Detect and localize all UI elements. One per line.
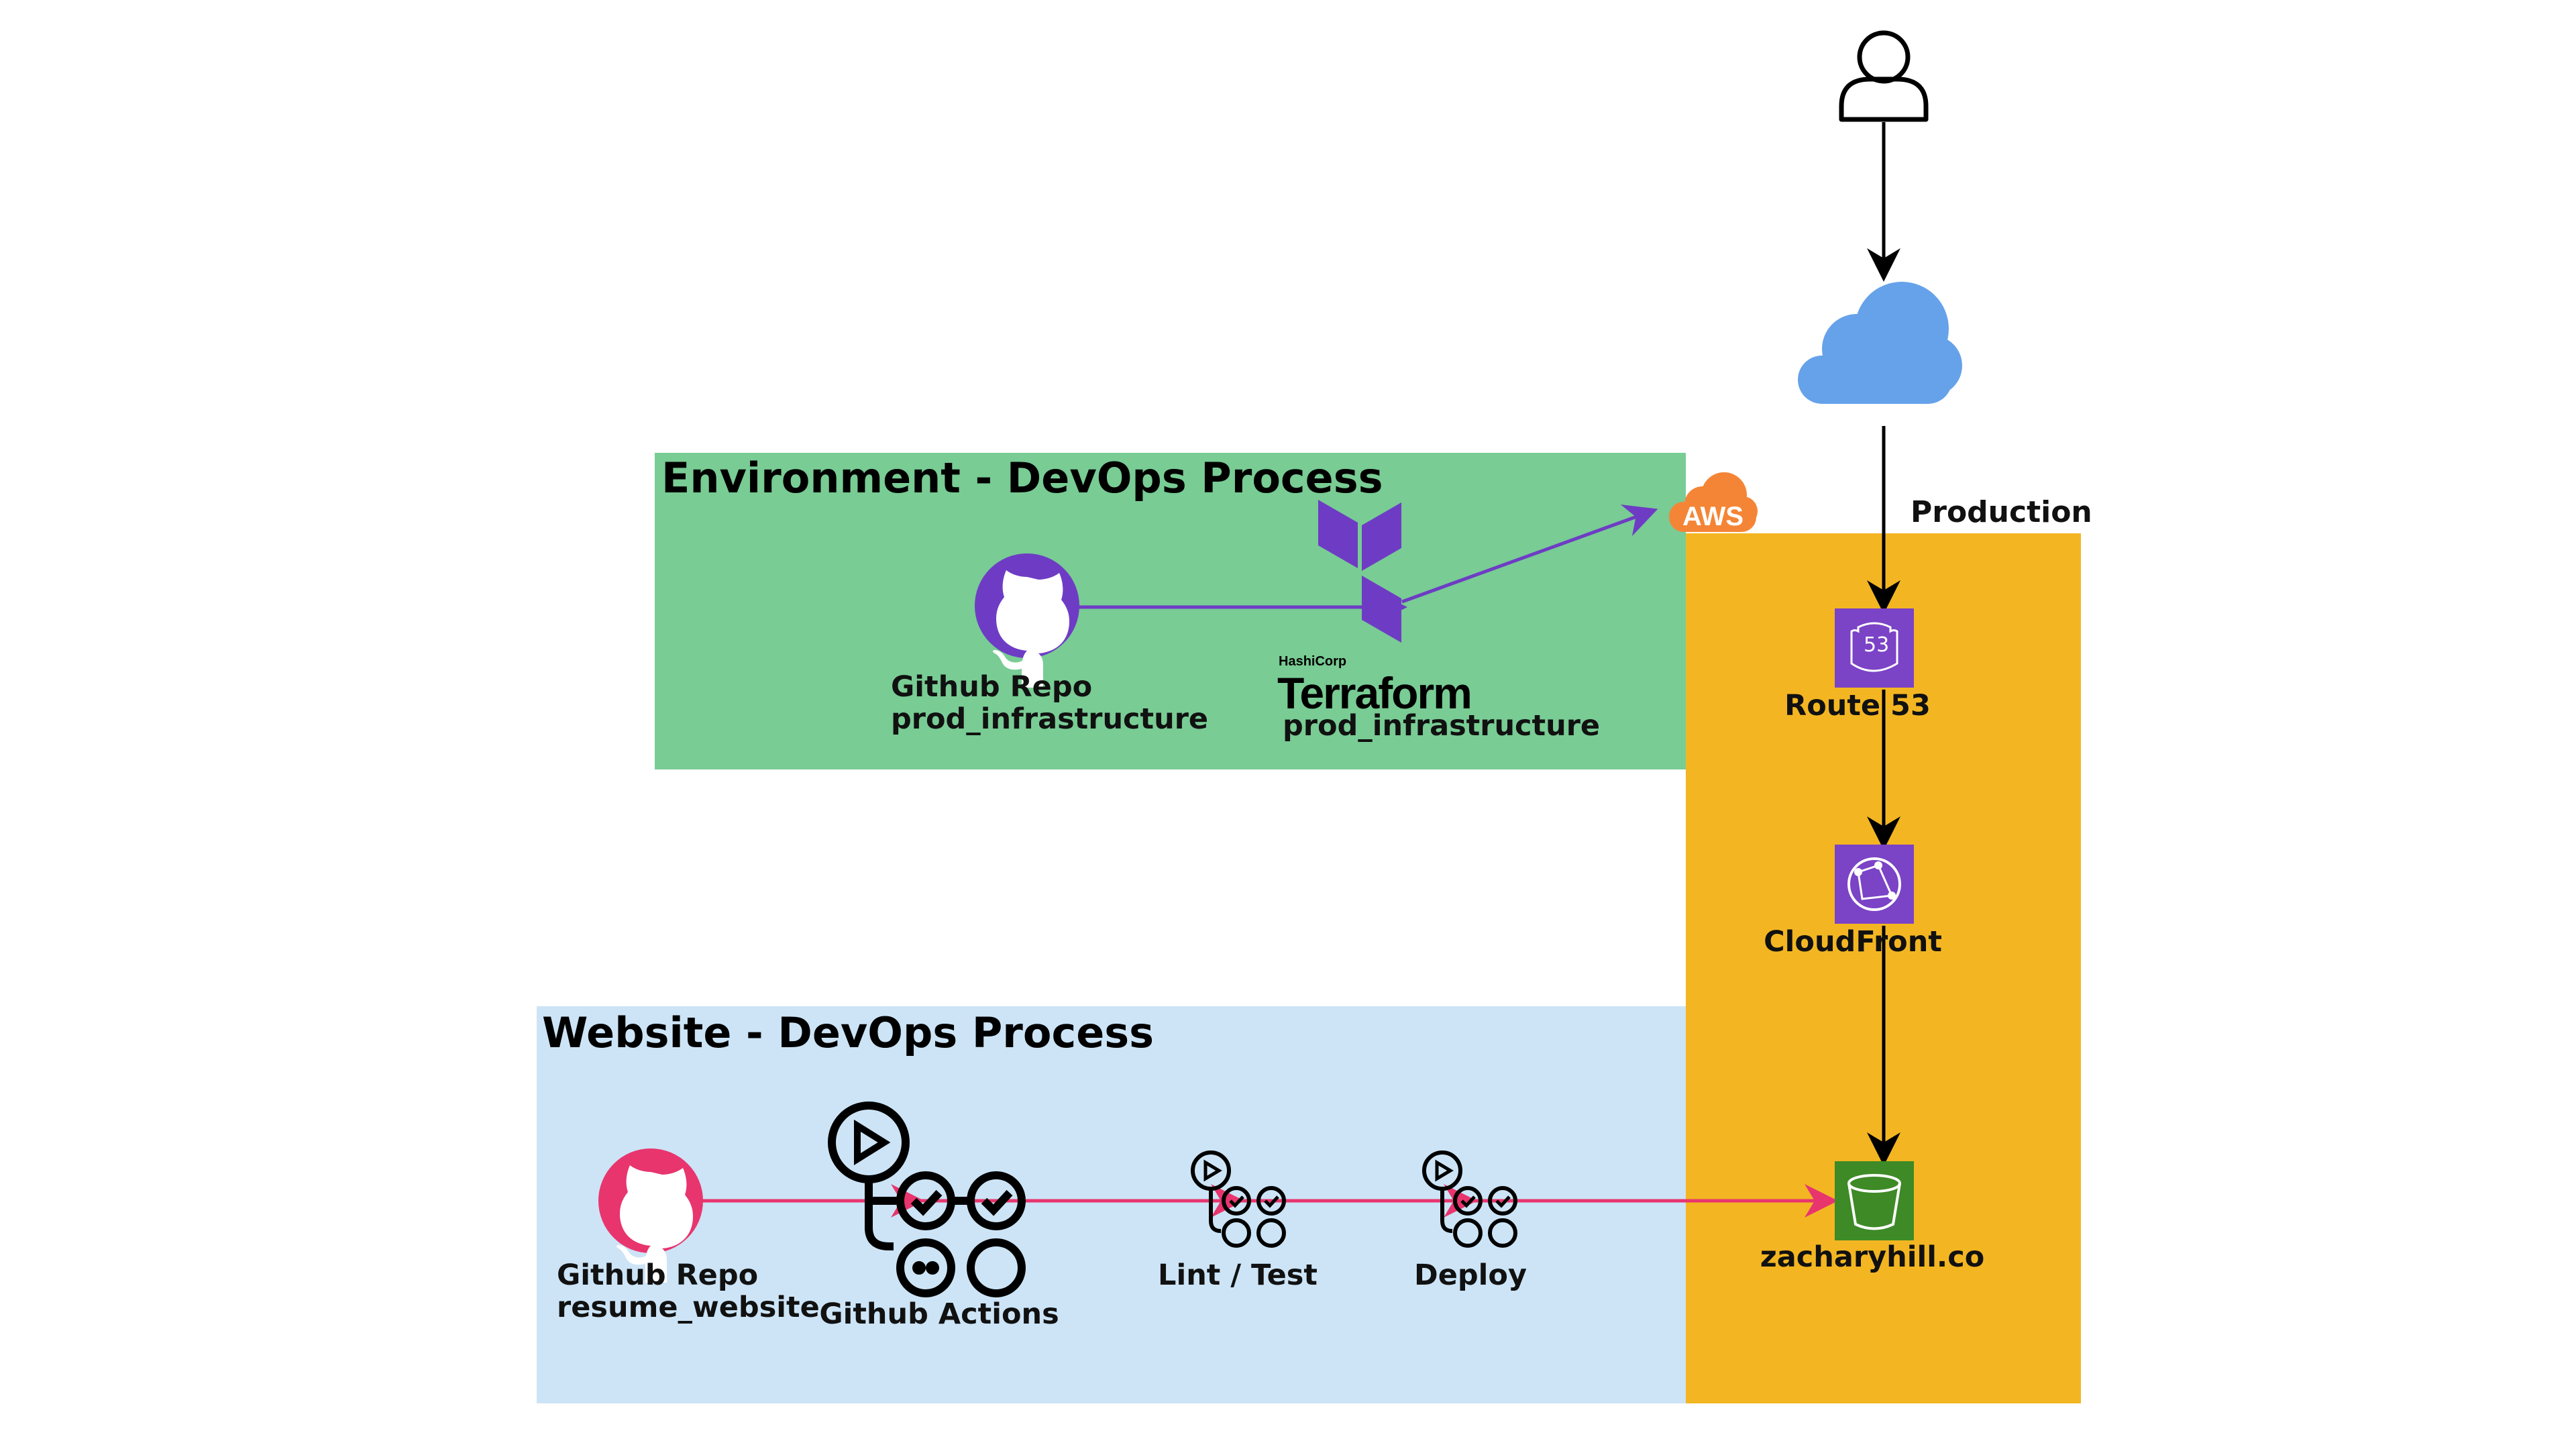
terraform-label: prod_infrastructure [1283, 709, 1601, 743]
workflow-icon [1191, 1150, 1286, 1248]
website-repo-label-line1: Github Repo [557, 1258, 759, 1292]
website-repo-label: Github Repo resume_website [557, 1259, 820, 1324]
infra-repo-label-line2: prod_infrastructure [891, 702, 1209, 736]
terraform-brand-small: HashiCorp [1279, 654, 1347, 669]
cloudfront-label: CloudFront [1764, 925, 1942, 959]
infra-flow-arrows [1073, 504, 1658, 624]
github-actions-label: Github Actions [819, 1297, 1059, 1331]
route53-badge-number: 53 [1864, 633, 1890, 657]
github-icon [598, 1148, 703, 1283]
production-label: Production [1911, 495, 2092, 529]
arrow-terraform-to-aws [1401, 504, 1658, 604]
infra-repo-label: Github Repo prod_infrastructure [891, 671, 1208, 735]
terraform-brand-large: Terraform [1277, 668, 1472, 718]
website-panel [537, 1006, 1686, 1403]
lint-test-label: Lint / Test [1158, 1258, 1318, 1292]
github-actions-icon [828, 1102, 1026, 1297]
aws-badge-text: AWS [1682, 502, 1744, 531]
s3-label: zacharyhill.co [1760, 1240, 1985, 1274]
github-icon [975, 553, 1079, 688]
user-icon [1839, 30, 1929, 122]
route53-icon [1835, 608, 1914, 688]
terraform-icon [1318, 500, 1401, 643]
route53-label: Route 53 [1784, 689, 1931, 722]
workflow-icon [1422, 1150, 1517, 1248]
infra-repo-label-line1: Github Repo [891, 670, 1093, 704]
website-repo-label-line2: resume_website [557, 1291, 820, 1324]
website-panel-title: Website - DevOps Process [542, 1008, 1155, 1057]
environment-panel [655, 453, 1686, 769]
s3-bucket-icon [1835, 1161, 1914, 1240]
environment-panel-title: Environment - DevOps Process [661, 453, 1383, 502]
deploy-label: Deploy [1414, 1258, 1527, 1292]
cloud-icon [1798, 282, 1962, 404]
aws-icon [1669, 472, 1758, 532]
cloudfront-icon [1835, 845, 1914, 924]
